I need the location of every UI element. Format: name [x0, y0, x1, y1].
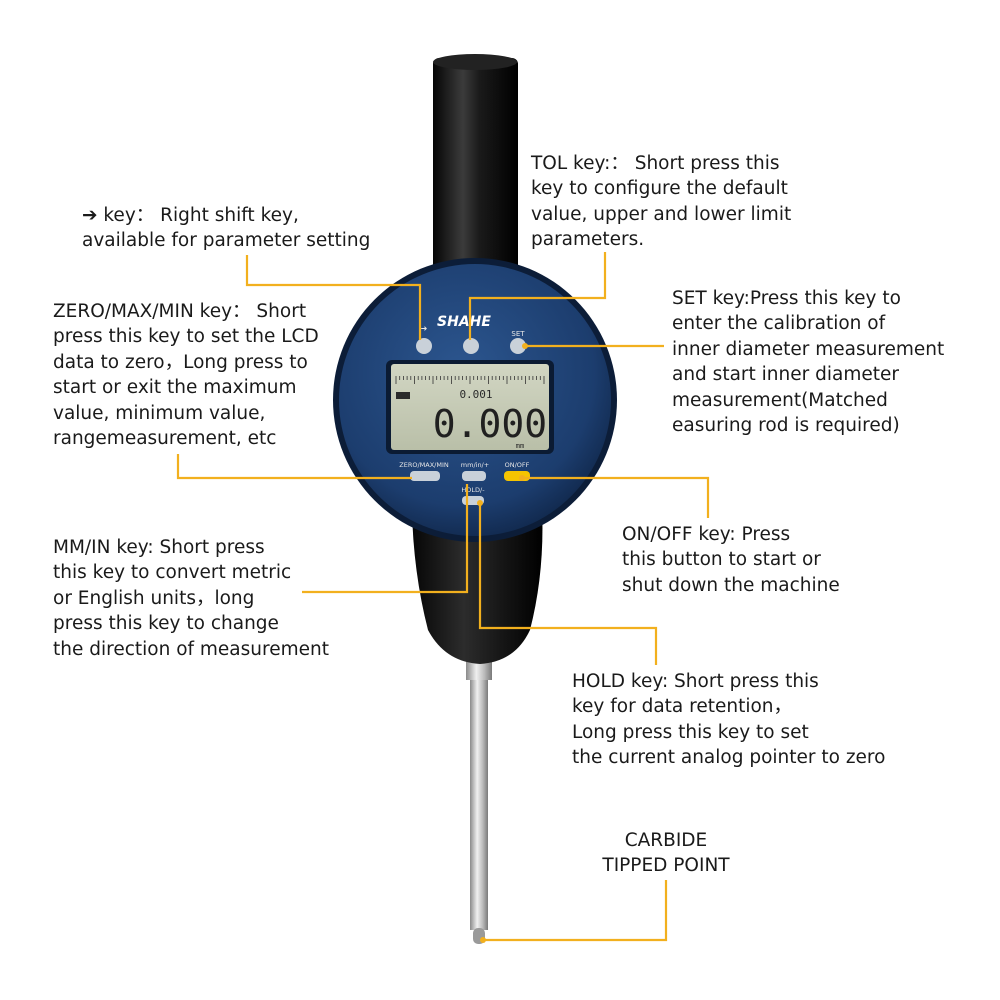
callout-line: key for data retention，: [572, 696, 793, 718]
leader-hold: [478, 503, 658, 665]
callout-line: value, minimum value,: [53, 402, 266, 424]
callout-line: start or exit the maximum: [53, 377, 297, 399]
callout-line: shut down the machine: [622, 574, 840, 596]
leader-zero-max-min: [176, 454, 412, 480]
callout-line: HOLD key: Short press this: [572, 671, 819, 692]
callout-line: ON/OFF key: Press: [622, 524, 791, 545]
brand-logo: SHAHE: [437, 314, 491, 330]
battery-icon: [396, 392, 410, 399]
leader-dot-carbide: [480, 937, 486, 943]
callout-line: key to configure the default: [531, 178, 788, 200]
callout-line: ➔ key： Right shift key,: [82, 205, 299, 226]
callout-line: ZERO/MAX/MIN key： Short: [53, 301, 307, 322]
callout-line: or English units，long: [53, 587, 255, 609]
callout-line: this key to convert metric: [53, 562, 292, 584]
right-shift-button[interactable]: [416, 338, 432, 354]
callout-line: easuring rod is required): [672, 415, 900, 437]
callout-line: data to zero，Long press to: [53, 351, 308, 373]
callout-right-shift-key: ➔ key： Right shift key, available for pa…: [82, 203, 370, 254]
lcd-reading: 0.000: [433, 402, 547, 446]
on-off-label: ON/OFF: [505, 461, 530, 469]
callout-tol-key: TOL key:： Short press this key to config…: [531, 151, 791, 253]
callout-line: rangemeasurement, etc: [53, 428, 277, 450]
hold-label: HOLD/-: [461, 486, 485, 494]
mm-in-label: mm/in/+: [461, 461, 489, 469]
leader-tol: [468, 252, 607, 340]
set-button-label: SET: [511, 330, 525, 338]
zero-max-min-label: ZERO/MAX/MIN: [399, 461, 449, 469]
leader-carbide: [483, 880, 668, 942]
callout-line: press this key to set the LCD: [53, 326, 319, 348]
callout-line: the current analog pointer to zero: [572, 747, 886, 769]
callout-set-key: SET key:Press this key to enter the cali…: [672, 286, 944, 438]
callout-on-off-key: ON/OFF key: Press this button to start o…: [622, 522, 840, 598]
leader-on-off: [522, 476, 710, 518]
zero-max-min-button[interactable]: [410, 471, 440, 481]
lcd-screen: [391, 364, 549, 450]
callout-zero-max-min-key: ZERO/MAX/MIN key： Short press this key t…: [53, 299, 319, 451]
callout-line: press this key to change: [53, 613, 279, 635]
callout-line: enter the calibration of: [672, 313, 886, 335]
callout-line: TOL key:： Short press this: [531, 153, 780, 174]
top-cylinder-cap: [433, 54, 517, 70]
leader-dot-set: [522, 343, 528, 349]
spindle-rod: [470, 640, 488, 930]
on-off-button[interactable]: [504, 471, 530, 481]
callout-line: measurement(Matched: [672, 389, 888, 411]
lcd-resolution: 0.001: [459, 388, 492, 401]
callout-line: SET key:Press this key to: [672, 288, 901, 309]
callout-line: Long press this key to set: [572, 721, 809, 743]
mm-in-button[interactable]: [462, 471, 486, 481]
top-cylinder: [433, 58, 518, 308]
callout-line: CARBIDE: [624, 830, 708, 851]
callout-line: available for parameter setting: [82, 230, 371, 252]
lcd-unit: mm: [516, 442, 524, 450]
leader-right-shift: [245, 255, 422, 340]
callout-line: this button to start or: [622, 549, 821, 571]
leader-mm-in: [302, 484, 469, 594]
callout-line: MM/IN key: Short press: [53, 537, 265, 558]
callout-carbide-point: CARBIDE TIPPED POINT: [586, 828, 746, 879]
callout-line: parameters.: [531, 229, 645, 251]
lcd-analog-scale: [395, 376, 545, 384]
callout-mm-in-key: MM/IN key: Short press this key to conve…: [53, 535, 329, 662]
set-button[interactable]: [510, 338, 526, 354]
callout-line: the direction of measurement: [53, 638, 329, 660]
leader-dot-on-off: [519, 475, 525, 481]
right-shift-arrow-icon: ➜: [421, 324, 428, 333]
callout-line: value, upper and lower limit: [531, 203, 792, 225]
callout-line: TIPPED POINT: [602, 855, 730, 877]
tol-button[interactable]: [463, 338, 479, 354]
callout-hold-key: HOLD key: Short press this key for data …: [572, 669, 885, 771]
callout-line: and start inner diameter: [672, 364, 899, 386]
callout-line: inner diameter measurement: [672, 338, 945, 360]
leader-dot-hold: [477, 500, 483, 506]
